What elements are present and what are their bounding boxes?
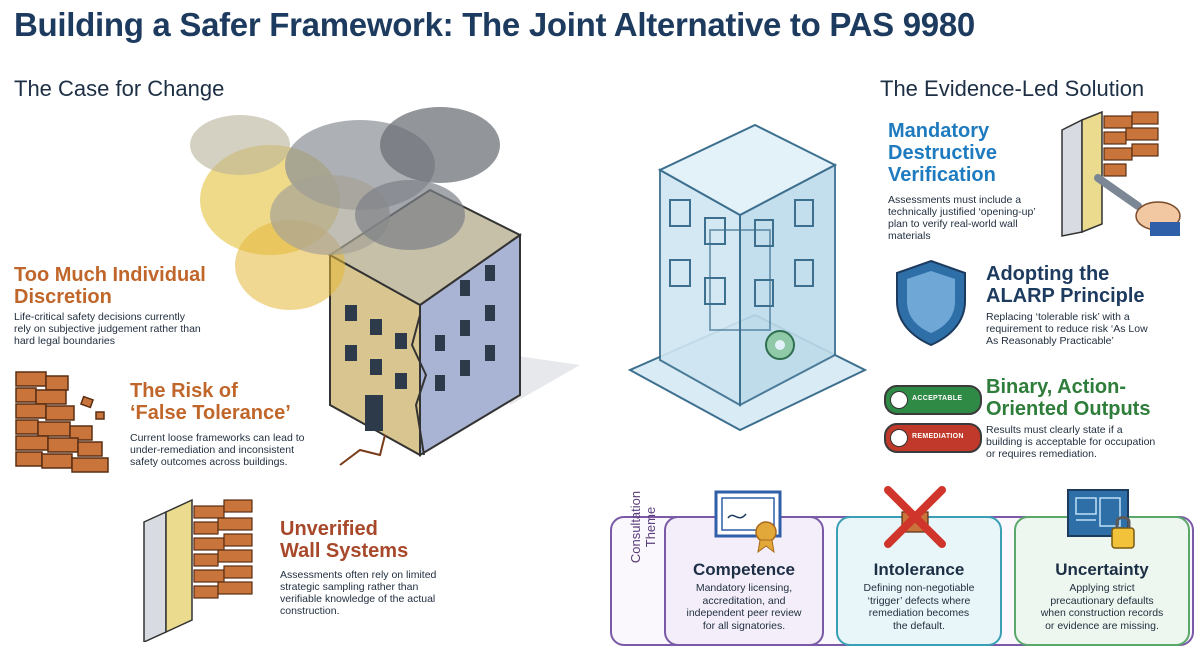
acceptable-toggle: ACCEPTABLE	[884, 385, 982, 415]
competence-card: Competence Mandatory licensing,accredita…	[664, 516, 824, 646]
blueprint-lock-icon	[1067, 489, 1135, 549]
binary-outputs-heading: Binary, Action-Oriented Outputs	[986, 376, 1151, 420]
uncertainty-title: Uncertainty	[1055, 560, 1149, 579]
intolerance-title: Intolerance	[873, 560, 965, 579]
burning-building-icon	[190, 107, 580, 466]
certificate-icon	[714, 490, 782, 554]
intolerance-card: Intolerance Defining non-negotiable‘trig…	[836, 516, 1002, 646]
competence-title: Competence	[692, 560, 796, 579]
glass-building-icon	[627, 123, 868, 432]
crumbling-brick-wall-icon	[15, 371, 109, 473]
intolerance-description: Defining non-negotiable‘trigger’ defects…	[863, 582, 975, 632]
right-section-heading: The Evidence-Led Solution	[880, 76, 1145, 101]
remediation-toggle: REMEDIATION	[884, 423, 982, 453]
wrench-wall-icon	[1061, 110, 1181, 237]
false-tolerance-heading: The Risk of‘False Tolerance’	[130, 380, 291, 424]
toggle-knob	[890, 429, 908, 447]
left-section-heading: The Case for Change	[14, 76, 225, 101]
red-cross-icon	[884, 486, 946, 548]
acceptable-label: ACCEPTABLE	[912, 395, 963, 402]
wall-section-icon	[143, 498, 253, 642]
discretion-description: Life-critical safety decisions currently…	[14, 311, 201, 347]
toggle-knob	[890, 391, 908, 409]
shield-icon	[896, 259, 966, 347]
remediation-label: REMEDIATION	[912, 433, 964, 440]
page-title: Building a Safer Framework: The Joint Al…	[14, 6, 975, 43]
